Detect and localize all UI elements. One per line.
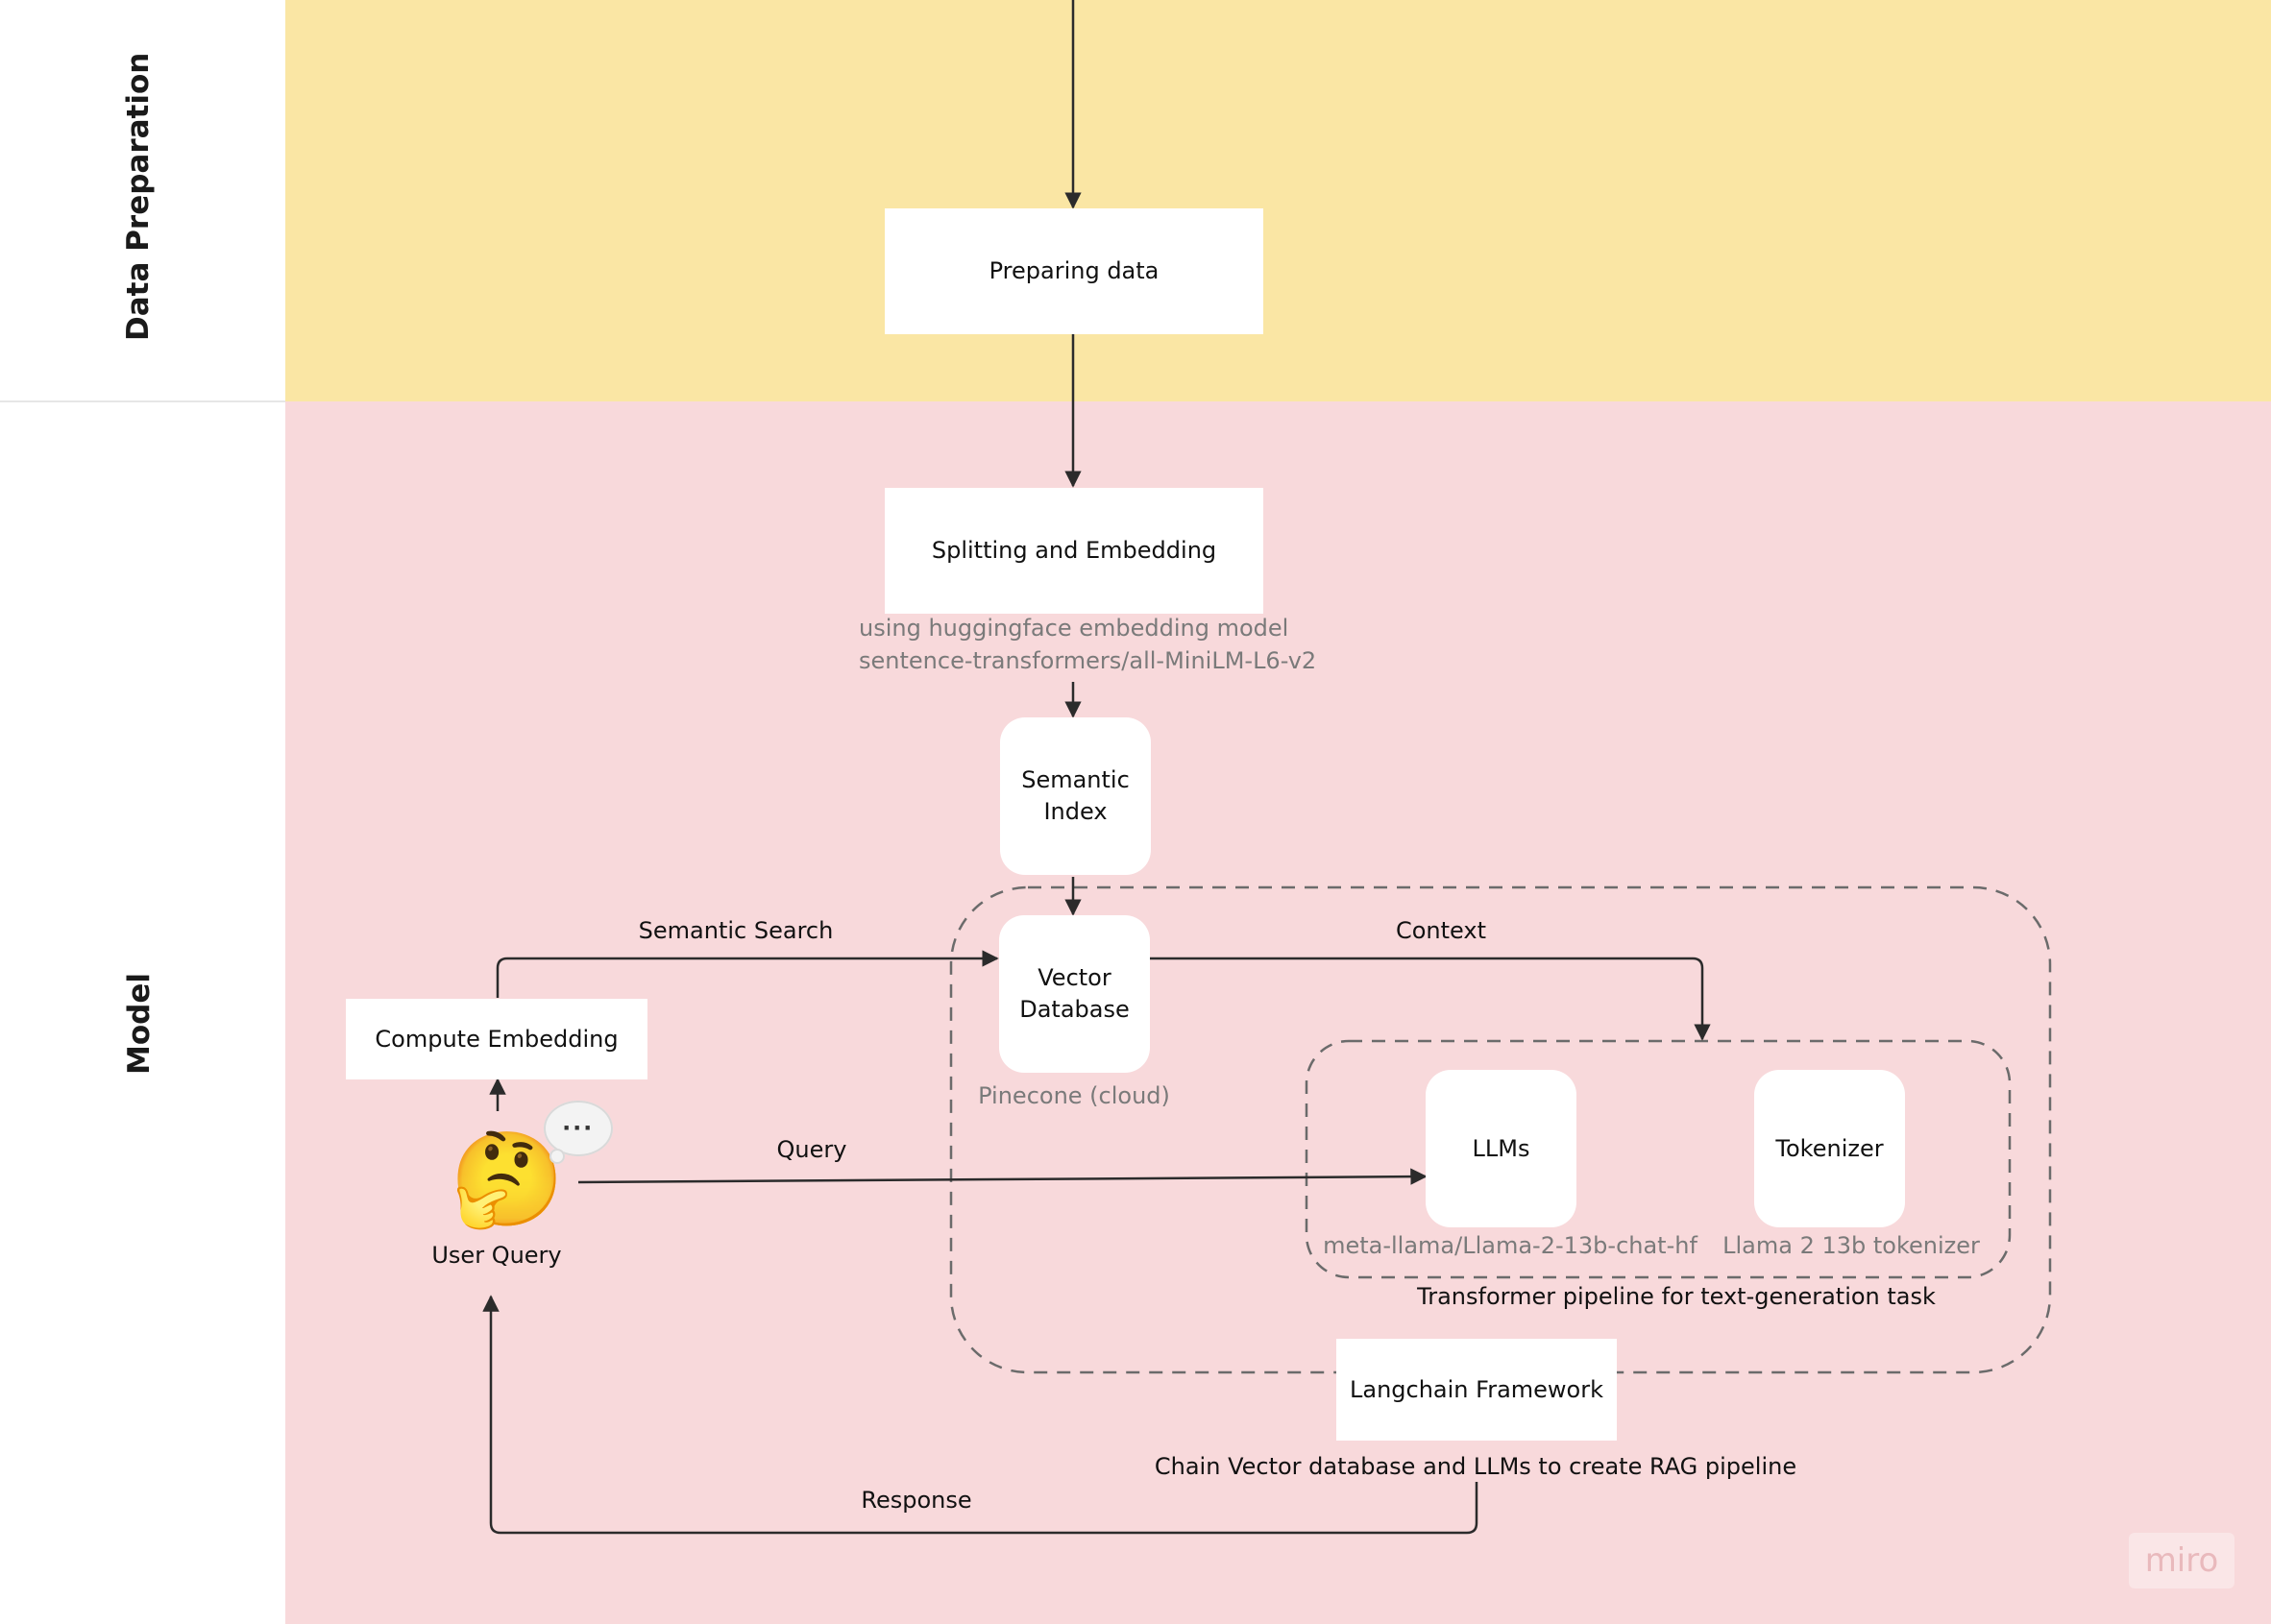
data-preparation-lane: [285, 0, 2271, 401]
arrow-context: [1149, 957, 1711, 1041]
miro-watermark-logo: miro: [2129, 1533, 2234, 1588]
arrow-query: [577, 1168, 1428, 1185]
transformer-pipeline-label: Transformer pipeline for text-generation…: [1417, 1283, 1936, 1310]
edge-label-response: Response: [861, 1487, 972, 1514]
lane-label-column: [0, 0, 285, 1624]
edge-label-context: Context: [1395, 917, 1487, 944]
thinking-face-icon: 🤔: [450, 1126, 565, 1233]
vector-database-label-line2: Database: [1019, 996, 1130, 1023]
arrow-response: [482, 1295, 1478, 1535]
splitting-embedding-box[interactable]: Splitting and Embedding: [885, 488, 1263, 614]
langchain-note: Chain Vector database and LLMs to create…: [1154, 1453, 1797, 1480]
semantic-index-label-line2: Index: [1043, 798, 1108, 825]
splitting-note-line2: sentence-transformers/all-MiniLM-L6-v2: [859, 647, 1317, 674]
preparing-data-box[interactable]: Preparing data: [885, 208, 1263, 334]
tokenizer-box[interactable]: Tokenizer: [1754, 1070, 1905, 1227]
semantic-index-box[interactable]: Semantic Index: [1000, 717, 1151, 875]
vector-database-label-line1: Vector: [1038, 964, 1111, 991]
llms-note: meta-llama/Llama-2-13b-chat-hf: [1323, 1232, 1697, 1259]
arrow-semantic-search: [496, 950, 999, 998]
vector-database-note: Pinecone (cloud): [978, 1082, 1170, 1109]
edge-label-query: Query: [776, 1136, 847, 1163]
user-query-label: User Query: [431, 1242, 562, 1269]
tokenizer-note: Llama 2 13b tokenizer: [1722, 1232, 1980, 1259]
vector-database-box[interactable]: Vector Database: [999, 915, 1150, 1073]
compute-embedding-box[interactable]: Compute Embedding: [346, 999, 647, 1079]
transformer-group-border: [1305, 1039, 2012, 1279]
llms-box[interactable]: LLMs: [1426, 1070, 1576, 1227]
semantic-index-label-line1: Semantic: [1021, 766, 1130, 793]
speech-bubble-icon: ···: [544, 1101, 613, 1164]
edge-label-semantic-search: Semantic Search: [638, 917, 834, 944]
langchain-framework-box[interactable]: Langchain Framework: [1336, 1339, 1617, 1441]
lane-divider: [0, 400, 285, 402]
splitting-note-line1: using huggingface embedding model: [859, 615, 1289, 642]
